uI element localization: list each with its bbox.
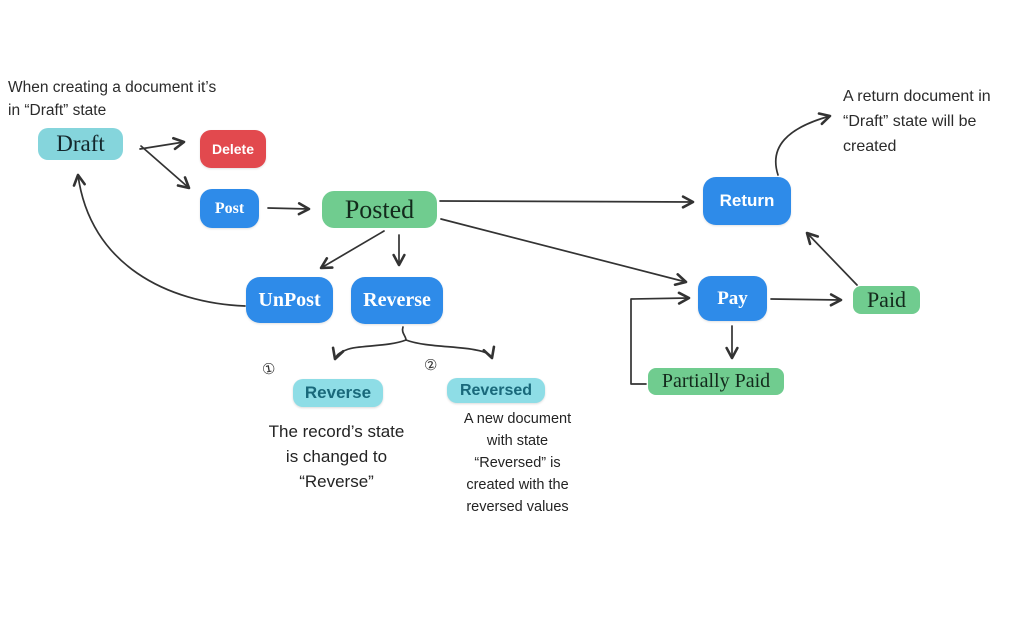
node-post: Post: [200, 189, 259, 228]
node-partially-paid-label: Partially Paid: [661, 370, 771, 392]
arrow-posted-to-pay: [440, 218, 688, 287]
reversed-outcome-note: A new document with state “Reversed” is …: [463, 411, 572, 515]
arrow-branch-to-reverse-outcome: [331, 339, 407, 361]
node-reversed-outcome: Reversed: [447, 378, 545, 403]
node-paid: Paid: [853, 286, 920, 314]
node-post-label: Post: [214, 199, 245, 217]
reverse-outcome-note: The record’s state is changed to “Revers…: [268, 422, 405, 491]
circled-number-2: ②: [422, 355, 439, 376]
arrow-post-to-posted: [267, 202, 311, 216]
arrow-draft-to-delete: [139, 136, 186, 151]
arrow-paid-to-return: [805, 231, 858, 286]
arrow-posted-to-return: [439, 195, 695, 209]
node-return: Return: [703, 177, 791, 225]
node-delete: Delete: [200, 130, 266, 168]
arrow-draft-to-post: [140, 145, 191, 190]
node-reverse-outcome: Reverse: [293, 379, 383, 407]
draft-state-note: When creating a document it’s in “Draft”…: [8, 79, 217, 119]
node-reverse-outcome-label: Reverse: [304, 383, 372, 402]
arrow-partially-paid-loop-to-pay: [630, 291, 691, 385]
node-pay-label: Pay: [717, 287, 748, 309]
node-posted: Posted: [322, 191, 437, 228]
arrow-return-to-note: [774, 112, 832, 176]
arrow-posted-to-unpost: [319, 230, 385, 270]
node-draft-label: Draft: [56, 131, 105, 156]
node-unpost-label: UnPost: [258, 288, 321, 311]
node-pay: Pay: [698, 276, 767, 321]
node-paid-label: Paid: [866, 287, 907, 312]
node-posted-label: Posted: [344, 194, 415, 224]
return-document-note: A return document in “Draft” state will …: [843, 88, 991, 155]
node-reverse: Reverse: [351, 277, 443, 324]
circled-number-1: ①: [260, 359, 277, 380]
reverse-branch-stem: [401, 326, 407, 341]
node-draft: Draft: [38, 128, 123, 160]
node-return-label: Return: [719, 191, 775, 210]
arrow-pay-to-paid: [770, 293, 843, 307]
arrow-unpost-to-draft: [72, 173, 246, 307]
node-unpost: UnPost: [246, 277, 333, 323]
node-delete-label: Delete: [211, 141, 255, 157]
arrow-branch-to-reversed-outcome: [405, 339, 496, 360]
node-partially-paid: Partially Paid: [648, 368, 784, 395]
node-reverse-label: Reverse: [363, 289, 431, 311]
node-reversed-outcome-label: Reversed: [459, 381, 533, 399]
